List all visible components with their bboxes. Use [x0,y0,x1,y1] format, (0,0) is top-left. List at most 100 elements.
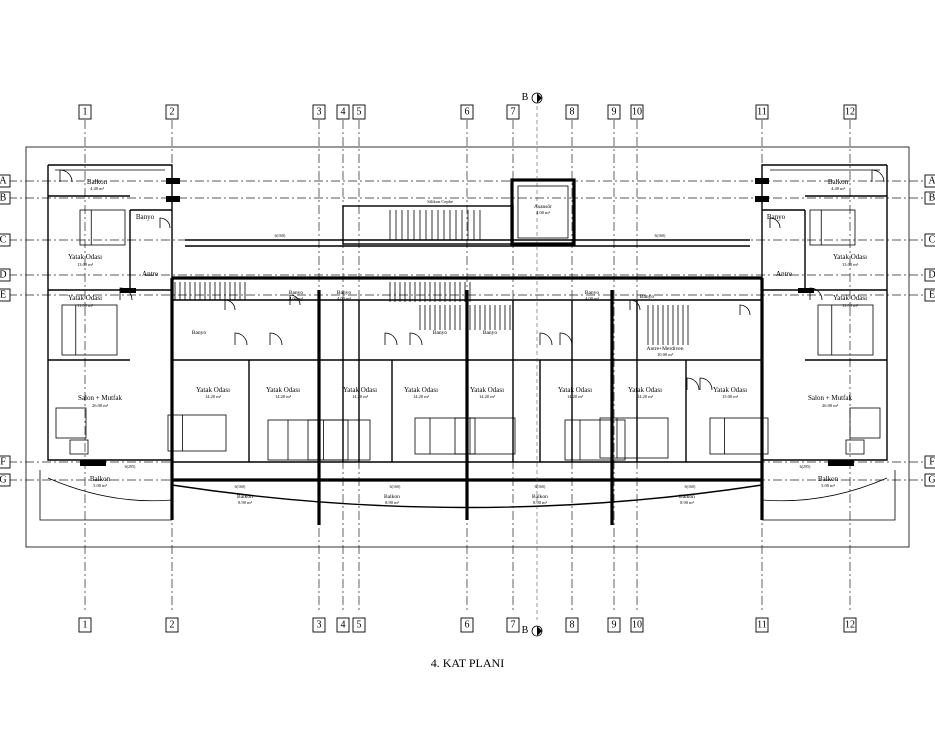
room-label-yatak-right-mid: Yatak Odası [833,294,867,302]
area-label: 5.00 m² [93,483,108,488]
room-label-antre-merdiven: Antre+Merdiven [646,346,683,352]
room-label-balkon-1: Balkon [237,494,253,500]
room-label-yatak-right-top: Yatak Odası [833,253,867,261]
room-label-yatak-2: Yatak Odası [266,386,300,394]
door-swing [384,332,398,346]
area-label: 13.00 m² [842,262,859,267]
grid-bubble-label: A [928,176,935,187]
grid-bubble-label: F [0,457,6,468]
grid-bubble-row-B: B [0,191,11,205]
grid-bubble-label: 6 [465,107,470,118]
grid-bubble-label: D [0,270,7,281]
grid-bubble-label: E [929,290,935,301]
room-label-balkon-4: Balkon [679,494,695,500]
section-marker-top: B [522,92,543,104]
grid-bubble-col-9: 9 [607,104,621,120]
room-label-yatak-1: Yatak Odası [196,386,230,394]
grid-bubble-col-9: 9 [607,617,621,633]
grid-bubble-label: 11 [757,107,767,118]
grid-bubble-label: 12 [845,107,855,118]
area-label: 11.00 m² [842,303,859,308]
plan-outline [25,146,910,548]
drawing-title: 4. KAT PLANI [430,656,505,670]
stair-treads [174,210,689,345]
grid-bubble-row-A: A [0,174,11,188]
room-label-banyo-2: Banyo [337,290,352,296]
area-label: 14.20 m² [205,394,222,399]
grid-bubble-label: 12 [845,620,855,631]
grid-bubble-label: 8 [570,107,575,118]
grid-bubble-label: 2 [170,107,175,118]
dimension-label: 6(160) [655,233,666,238]
grid-bubble-label: 7 [511,620,516,631]
grid-bubble-col-7: 7 [506,617,520,633]
room-label-yatak-left-top: Yatak Odası [68,253,102,261]
grid-bubble-label: 1 [83,620,88,631]
door-swing [686,377,700,391]
dimension-label: 6(160) [275,233,286,238]
room-label-banyo-7: Banyo [640,294,655,300]
room-label-balkon-left-bottom: Balkon [90,475,111,483]
area-label: 14.20 m² [413,394,430,399]
grid-bubble-label: 4 [341,107,346,118]
door-swing [269,332,283,346]
room-label-balkon-left-top: Balkon [87,178,108,186]
sofa [845,439,865,455]
room-label-balkon-3: Balkon [532,494,548,500]
area-label: 8.90 m² [238,500,253,505]
grid-bubble-col-4: 4 [336,617,350,633]
room-label-antre-left: Antre [142,270,158,278]
room-label-banyo-left: Banyo [136,213,155,221]
grid-bubble-label: 5 [357,107,362,118]
section-marker-bottom: B [522,625,543,637]
sofa [55,407,87,439]
room-label-silikon-cephe: Silikon Cephe [427,199,453,204]
door-swing [234,332,248,346]
grid-bubble-col-3: 3 [312,104,326,120]
room-label-yatak-5: Yatak Odası [470,386,504,394]
area-label: 4.40 m² [831,186,846,191]
grid-bubble-label: F [929,457,935,468]
dimension-label: 6(160) [685,484,696,489]
grid-bubble-label: 7 [511,107,516,118]
grid-bubble-row-D: D [924,268,935,282]
area-label: 10.00 m² [657,352,674,357]
room-label-antre-right: Antre [776,270,792,278]
area-label: 13.00 m² [77,262,94,267]
grid-bubble-label: E [0,290,6,301]
grid-bubble-col-5: 5 [352,617,366,633]
area-label: 11.00 m² [77,303,94,308]
bed [61,304,118,356]
bed [454,417,516,455]
door-swing [539,332,553,346]
room-label-yatak-3: Yatak Odası [343,386,377,394]
grid-bubble-label: 2 [170,620,175,631]
bed [817,304,874,356]
grid-bubble-col-8: 8 [565,104,579,120]
dimension-label: 6(295) [125,464,136,469]
grid-bubble-col-1: 1 [78,617,92,633]
grid-bubble-col-11: 11 [755,104,769,120]
area-label: 8.90 m² [533,500,548,505]
grid-lines [8,120,927,612]
door-swing [769,217,781,229]
area-label: 4.00 m² [289,296,304,301]
section-marker-letter: B [522,92,529,103]
room-label-banyo-3: Banyo [192,330,207,336]
grid-bubble-row-B: B [924,191,935,205]
grid-bubble-row-E: E [924,288,935,302]
grid-bubble-label: 3 [317,107,322,118]
area-label: 14.20 m² [567,394,584,399]
door-swing [289,294,301,306]
grid-bubble-label: 3 [317,620,322,631]
grid-bubble-row-D: D [0,268,11,282]
furniture [55,209,881,461]
grid-bubble-col-2: 2 [165,617,179,633]
grid-bubble-row-G: G [0,473,11,487]
room-label-banyo-6: Banyo [585,290,600,296]
grid-bubble-label: 5 [357,620,362,631]
door-swing [699,377,713,391]
grid-bubble-label: C [0,235,7,246]
